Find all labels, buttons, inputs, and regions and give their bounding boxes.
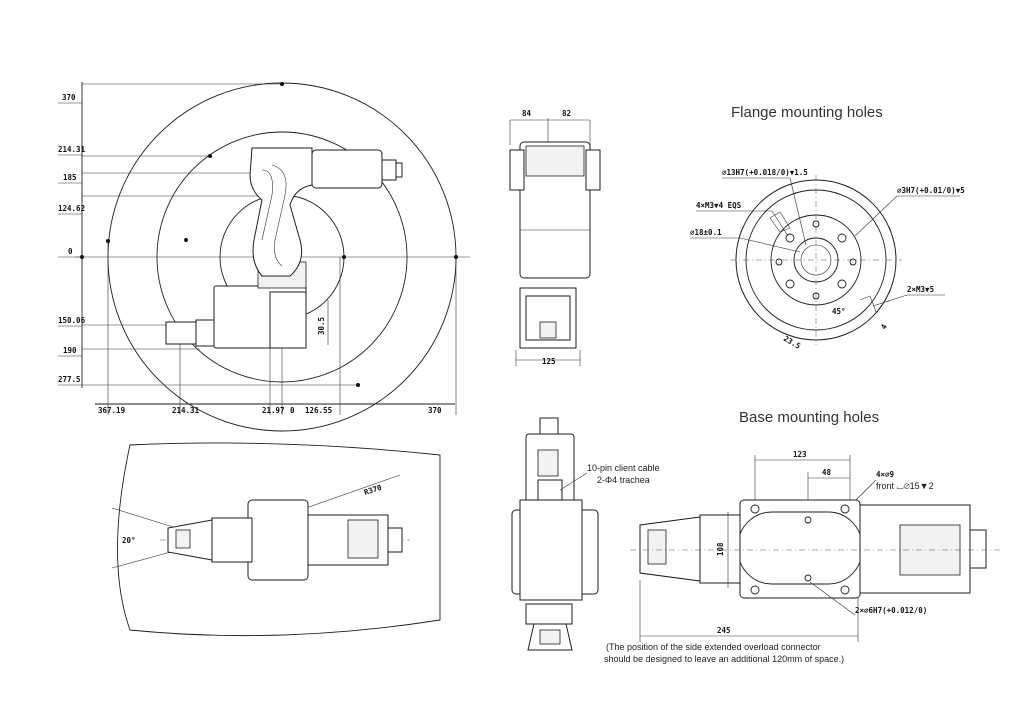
base-dim-245: 245 xyxy=(717,626,731,635)
cable-label: 10-pin client cable xyxy=(587,463,660,473)
base-dim-108: 108 xyxy=(716,542,725,556)
flange-view: Flange mounting holes ⌀13H7(+0.018/0)▼1.… xyxy=(690,104,965,351)
base-note-line1: (The position of the side extended overl… xyxy=(606,642,821,652)
base-callout-holes: 4×⌀9 xyxy=(876,470,895,479)
front-dim-125: 125 xyxy=(542,357,556,366)
trachea-label: 2-Φ4 trachea xyxy=(597,475,650,485)
front-dim-84: 84 xyxy=(522,109,532,118)
y-dim-150: 150.06 xyxy=(58,316,86,325)
v-dim-30-5: 30.5 xyxy=(317,317,326,335)
front-dim-82: 82 xyxy=(562,109,571,118)
base-view: Base mounting holes 123 48 4×⌀9 front ⌴⌀… xyxy=(604,409,1000,664)
front-view: 84 82 125 xyxy=(509,109,601,366)
flange-heading: Flange mounting holes xyxy=(731,104,883,121)
x-dim-0: 0 xyxy=(290,406,295,415)
y-dim-124: 124.62 xyxy=(58,204,85,213)
top-angle: 20° xyxy=(122,536,136,545)
y-dim-277: 277.5 xyxy=(58,375,81,384)
x-dim-126: 126.55 xyxy=(305,406,332,415)
y-dim-0: 0 xyxy=(68,247,73,256)
base-note-line2: should be designed to leave an additiona… xyxy=(604,654,844,664)
side-robot-body xyxy=(165,147,403,349)
flange-angle: 45° xyxy=(832,307,846,316)
y-dim-214: 214.31 xyxy=(58,145,86,154)
y-dim-370: 370 xyxy=(62,93,76,102)
flange-callout-4: 2×M3▼5 xyxy=(907,285,934,294)
rear-view: 10-pin client cable 2-Φ4 trachea xyxy=(511,417,660,651)
flange-dim-4: 4 xyxy=(879,322,889,331)
x-dim-367: 367.19 xyxy=(98,406,126,415)
top-view: R370 20° xyxy=(111,442,441,637)
x-dim-214: 214.31 xyxy=(172,406,200,415)
base-callout-front: front ⌴⌀15▼2 xyxy=(876,481,934,491)
x-dim-21: 21.97 xyxy=(262,406,285,415)
flange-callout-0: ⌀13H7(+0.018/0)▼1.5 xyxy=(722,168,808,177)
base-dim-48: 48 xyxy=(822,468,832,477)
base-callout-dowel: 2×⌀6H7(+0.012/0) xyxy=(855,606,927,615)
base-heading: Base mounting holes xyxy=(739,409,879,426)
base-dim-123: 123 xyxy=(793,450,807,459)
top-radius: R370 xyxy=(363,483,383,497)
y-dim-185: 185 xyxy=(63,173,77,182)
y-dim-190: 190 xyxy=(63,346,77,355)
flange-callout-2: ⌀18±0.1 xyxy=(690,228,722,237)
flange-callout-1: 4×M3▼4 EQS xyxy=(696,201,742,210)
flange-callout-3: ⌀3H7(+0.01/0)▼5 xyxy=(897,186,965,195)
x-dim-370: 370 xyxy=(428,406,442,415)
side-view: 370 214.31 185 124.62 0 150.06 190 277.5… xyxy=(58,82,470,432)
